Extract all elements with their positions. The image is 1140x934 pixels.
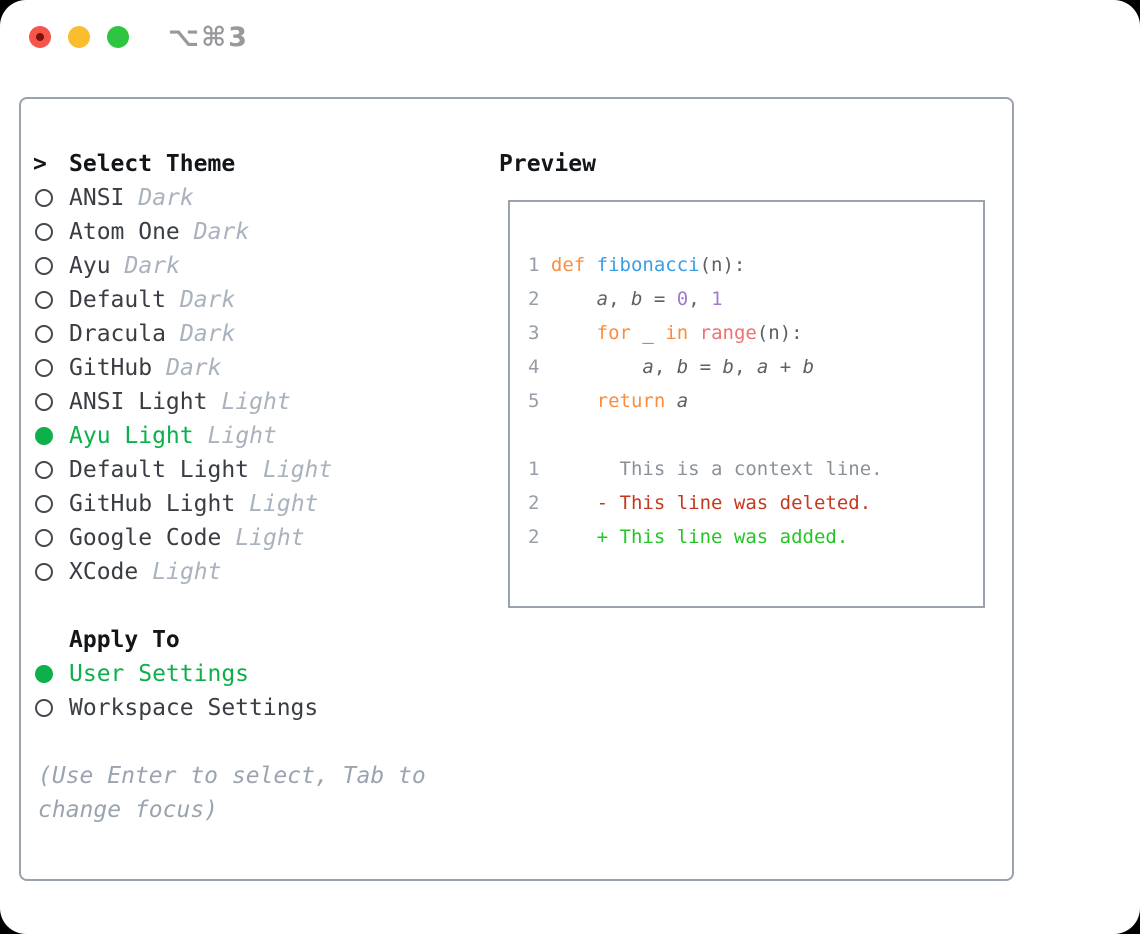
- radio-icon: [35, 563, 53, 581]
- radio-icon: [35, 529, 53, 547]
- theme-item-atom-one[interactable]: Atom One Dark: [33, 215, 468, 249]
- radio-icon: [35, 325, 53, 343]
- radio-icon: [35, 699, 53, 717]
- theme-name: Atom One: [69, 219, 180, 245]
- radio-icon: [35, 461, 53, 479]
- theme-item-ayu[interactable]: Ayu Dark: [33, 249, 468, 283]
- theme-name: Google Code: [69, 525, 222, 551]
- preview-title: Preview: [499, 151, 596, 177]
- menu-title: Select Theme: [69, 151, 236, 177]
- window-title: ⌥⌘3: [168, 22, 249, 53]
- spacer: [33, 589, 468, 623]
- code-line: 2 + This line was added.: [528, 526, 849, 548]
- theme-variant-label: Dark: [179, 287, 236, 313]
- theme-item-ansi-light[interactable]: ANSI Light Light: [33, 385, 468, 419]
- theme-item-dracula[interactable]: Dracula Dark: [33, 317, 468, 351]
- prompt-caret-icon: >: [33, 151, 47, 177]
- code-line: 5 return a: [528, 390, 689, 412]
- radio-icon: [35, 189, 53, 207]
- theme-item-github-light[interactable]: GitHub Light Light: [33, 487, 468, 521]
- theme-name: GitHub Light: [69, 491, 236, 517]
- zoom-button[interactable]: [107, 26, 129, 48]
- theme-name: GitHub: [69, 355, 153, 381]
- radio-icon: [35, 495, 53, 513]
- theme-name: Dracula: [69, 321, 166, 347]
- apply-option-workspace-settings[interactable]: Workspace Settings: [33, 691, 468, 725]
- radio-icon: [35, 359, 53, 377]
- keyboard-hint: (Use Enter to select, Tab to change focu…: [38, 763, 426, 823]
- theme-item-github[interactable]: GitHub Dark: [33, 351, 468, 385]
- radio-selected-icon: [35, 665, 53, 683]
- theme-variant-label: Dark: [179, 321, 236, 347]
- minimize-button[interactable]: [68, 26, 90, 48]
- theme-variant-label: Light: [207, 423, 277, 449]
- theme-variant-label: Light: [152, 559, 222, 585]
- theme-name: Ayu: [69, 253, 111, 279]
- menu-header: > Select Theme: [33, 147, 468, 181]
- close-button[interactable]: [29, 26, 51, 48]
- theme-item-google-code[interactable]: Google Code Light: [33, 521, 468, 555]
- code-line: [528, 418, 983, 452]
- spacer: [33, 725, 468, 759]
- theme-name: Default Light: [69, 457, 250, 483]
- code-line: 1 This is a context line.: [528, 458, 883, 480]
- theme-variant-label: Dark: [166, 355, 222, 381]
- apply-option-user-settings[interactable]: User Settings: [33, 657, 468, 691]
- apply-to-header: Apply To: [33, 623, 468, 657]
- apply-option-label: User Settings: [69, 661, 250, 687]
- code-line: 2 a, b = 0, 1: [528, 288, 723, 310]
- theme-variant-label: Dark: [124, 253, 180, 279]
- theme-item-default[interactable]: Default Dark: [33, 283, 468, 317]
- radio-icon: [35, 291, 53, 309]
- apply-option-label: Workspace Settings: [69, 695, 319, 721]
- code-line: 2 - This line was deleted.: [528, 492, 872, 514]
- theme-variant-label: Dark: [193, 219, 250, 245]
- theme-name: ANSI: [69, 185, 125, 211]
- theme-item-ayu-light[interactable]: Ayu Light Light: [33, 419, 468, 453]
- theme-item-xcode[interactable]: XCode Light: [33, 555, 468, 589]
- code-line: 3 for _ in range(n):: [528, 322, 803, 344]
- theme-item-ansi[interactable]: ANSI Dark: [33, 181, 468, 215]
- theme-name: Ayu Light: [69, 423, 194, 449]
- radio-icon: [35, 223, 53, 241]
- title-bar: ⌥⌘3: [0, 0, 1140, 70]
- theme-variant-label: Dark: [138, 185, 194, 211]
- theme-variant-label: Light: [235, 525, 305, 551]
- radio-selected-icon: [35, 427, 53, 445]
- radio-icon: [35, 393, 53, 411]
- theme-variant-label: Light: [249, 491, 319, 517]
- radio-icon: [35, 257, 53, 275]
- theme-name: ANSI Light: [69, 389, 208, 415]
- apply-to-title: Apply To: [69, 627, 180, 653]
- theme-item-default-light[interactable]: Default Light Light: [33, 453, 468, 487]
- theme-variant-label: Light: [263, 457, 333, 483]
- theme-name: XCode: [69, 559, 139, 585]
- theme-name: Default: [69, 287, 166, 313]
- code-line: 4 a, b = b, a + b: [528, 356, 815, 378]
- theme-variant-label: Light: [221, 389, 291, 415]
